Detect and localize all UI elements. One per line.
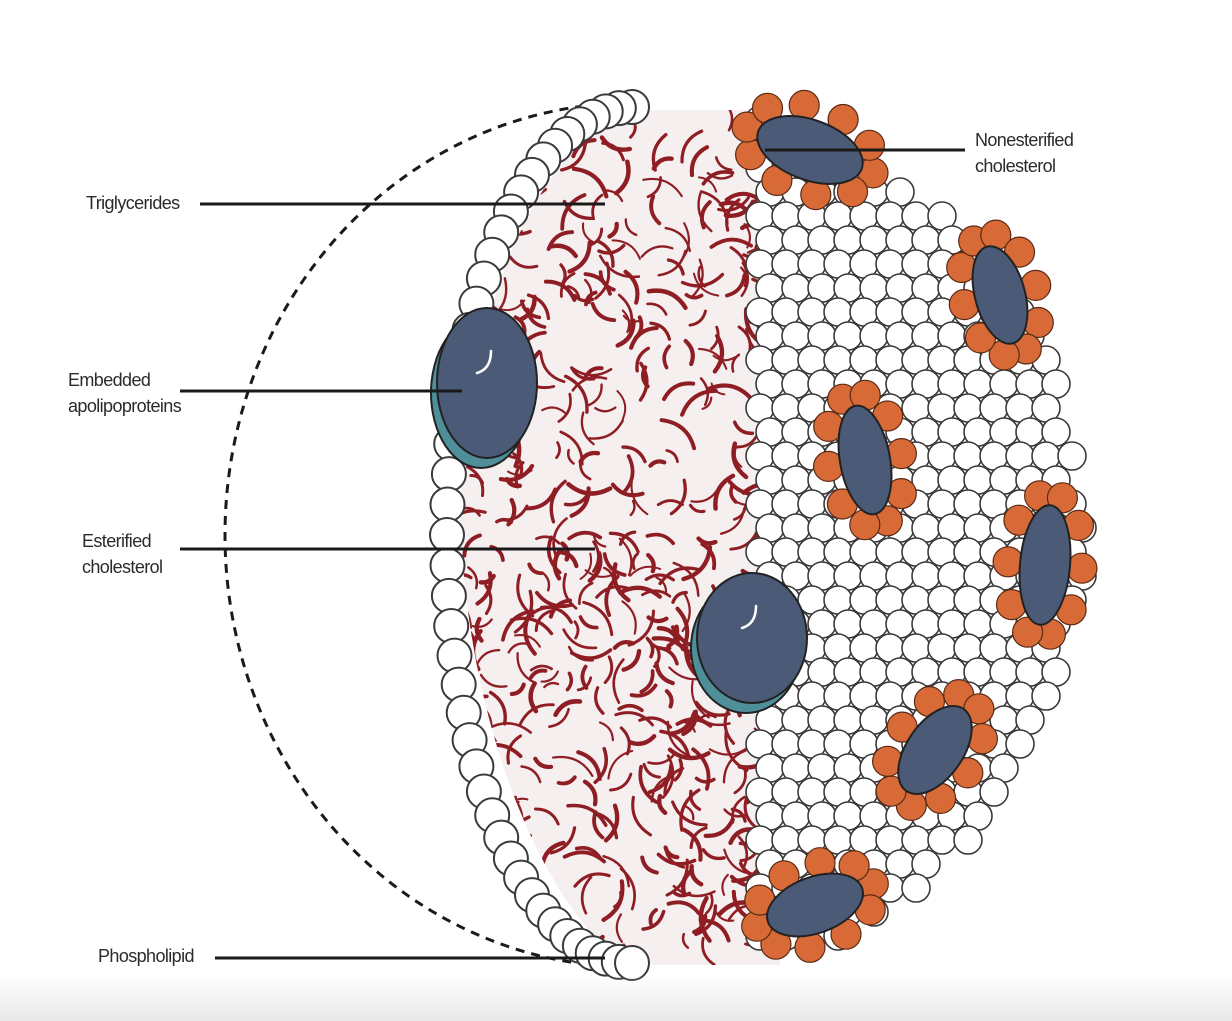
label-nonesterified-cholesterol: Nonesterified cholesterol — [975, 127, 1073, 179]
phospholipid-head — [1032, 682, 1060, 710]
label-phospholipid: Phospholipid — [98, 943, 194, 969]
phospholipid-head — [980, 778, 1008, 806]
phospholipid-head — [432, 579, 466, 613]
fatty-acid-tail — [500, 912, 508, 943]
phospholipid-head — [928, 826, 956, 854]
label-embedded-apolipoproteins: Embedded apolipoproteins — [68, 367, 181, 419]
phospholipid-head — [902, 874, 930, 902]
fatty-acid-tail — [464, 885, 470, 905]
label-esterified-cholesterol: Esterified cholesterol — [82, 528, 162, 580]
embedded-apolipoprotein — [437, 308, 537, 458]
label-triglycerides: Triglycerides — [86, 190, 180, 216]
phospholipid-head — [1006, 730, 1034, 758]
phospholipid-head — [954, 826, 982, 854]
fatty-acid-tail — [448, 182, 475, 204]
fatty-acid-tail — [494, 133, 519, 147]
fatty-acid-tail — [472, 945, 483, 977]
phospholipid-head — [434, 609, 468, 643]
fatty-acid-tail — [515, 925, 521, 946]
fatty-acid-tail — [481, 174, 499, 178]
fatty-acid-tail — [472, 888, 484, 922]
embedded-apolipoprotein — [697, 573, 807, 703]
bottom-fade — [0, 975, 1232, 1021]
phospholipid-head — [1058, 442, 1086, 470]
fatty-acid-tail — [486, 168, 497, 184]
phospholipid-head — [431, 488, 465, 522]
phospholipid-head — [431, 549, 465, 583]
phospholipid-head — [430, 518, 464, 552]
